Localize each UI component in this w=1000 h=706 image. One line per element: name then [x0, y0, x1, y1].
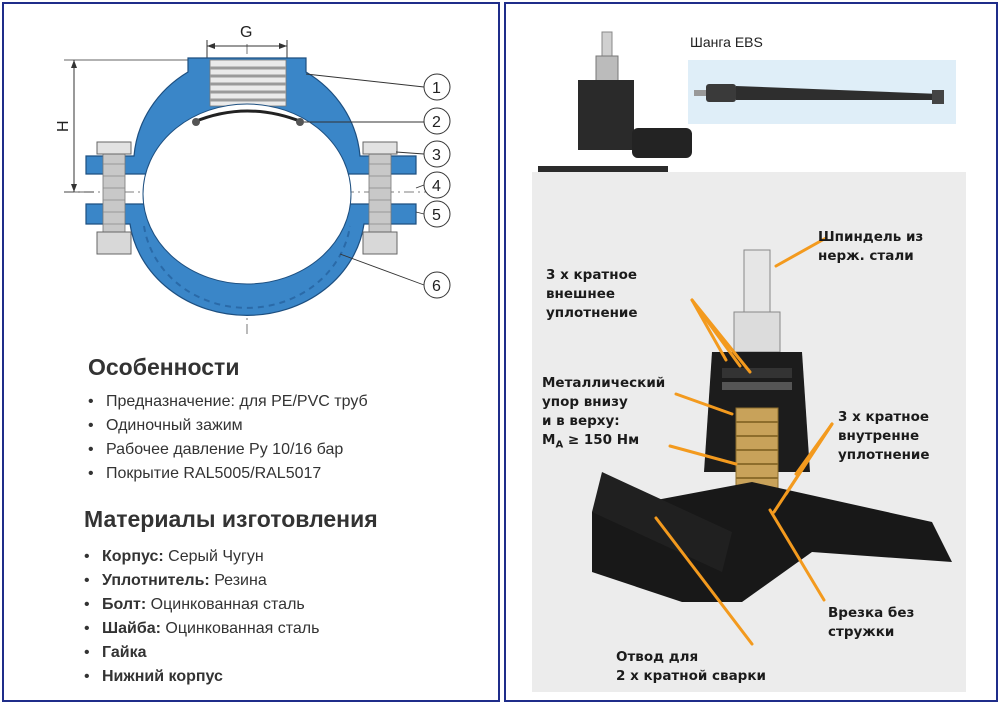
annotation-outer-seal: 3 х кратное внешнее уплотнение [546, 267, 638, 321]
dim-h-label: H [55, 120, 72, 132]
ebs-rod-drawing [694, 84, 944, 104]
materials-list: Корпус: Серый Чугун Уплотнитель: Резина … [82, 545, 319, 689]
materials-item: Нижний корпус [82, 665, 319, 689]
materials-item: Шайба: Оцинкованная сталь [82, 617, 319, 641]
callout-1: 1 [432, 80, 441, 97]
clamp-cross-section-diagram: G H [55, 24, 451, 334]
materials-item: Болт: Оцинкованная сталь [82, 593, 319, 617]
callout-5: 5 [432, 207, 441, 224]
ebs-rod-photo [688, 60, 956, 124]
callout-6: 6 [432, 278, 441, 295]
materials-item: Гайка [82, 641, 319, 665]
callout-2: 2 [432, 114, 441, 131]
left-panel: G H [2, 2, 500, 702]
features-item: Предназначение: для PE/PVC труб [86, 390, 368, 414]
right-panel: Шанга EBS [504, 2, 998, 702]
callout-4: 4 [432, 178, 441, 195]
annotation-metal-stop: Металлический упор внизу и в верху: MA ≥… [542, 374, 665, 455]
materials-item: Уплотнитель: Резина [82, 569, 319, 593]
features-item: Одиночный зажим [86, 414, 368, 438]
features-list: Предназначение: для PE/PVC труб Одиночны… [86, 390, 368, 486]
callout-3: 3 [432, 147, 441, 164]
features-item: Покрытие RAL5005/RAL5017 [86, 462, 368, 486]
annotation-spindle: Шпиндель из нерж. стали [818, 229, 924, 264]
dim-g-label: G [240, 24, 252, 41]
materials-title: Материалы изготовления [84, 506, 378, 532]
ebs-label: Шанга EBS [690, 34, 763, 50]
features-title: Особенности [88, 354, 240, 380]
features-item: Рабочее давление Ру 10/16 бар [86, 438, 368, 462]
annotation-outlet: Отвод для 2 х кратной сварки [616, 649, 766, 684]
annotation-inner-seal: 3 х кратное внутренне уплотнение [838, 409, 930, 463]
annotation-cut: Врезка без стружки [828, 605, 915, 640]
torque-value: MA ≥ 150 Нм [542, 432, 640, 451]
materials-item: Корпус: Серый Чугун [82, 545, 319, 569]
